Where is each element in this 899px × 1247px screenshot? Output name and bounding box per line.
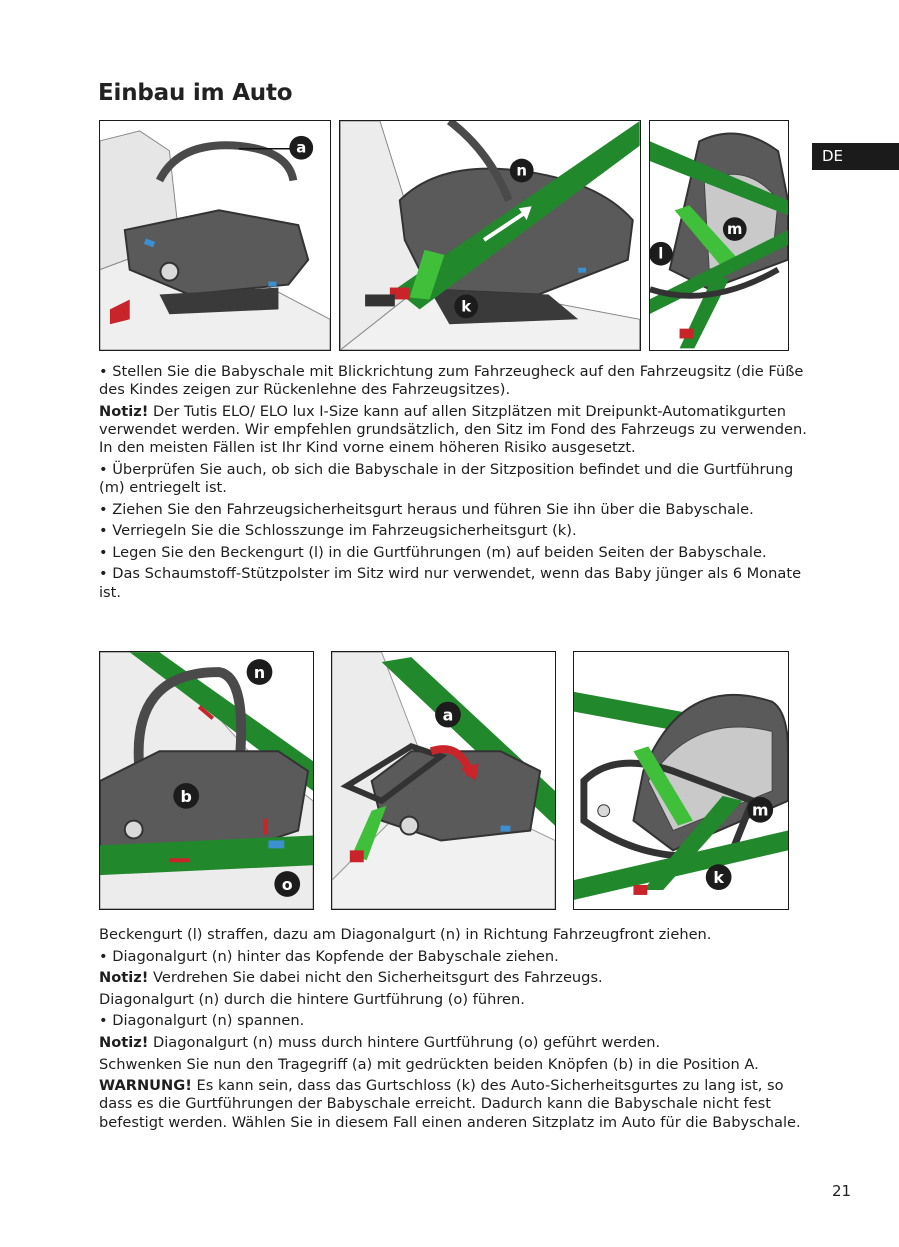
paragraph: Notiz! Diagonalgurt (n) muss durch hinte…: [99, 1033, 661, 1051]
paragraph: • Legen Sie den Beckengurt (l) in die Gu…: [99, 543, 767, 561]
language-tab: DE: [812, 143, 899, 170]
paragraph: Beckengurt (l) straffen, dazu am Diagona…: [99, 926, 712, 943]
figure-label: o: [282, 875, 293, 894]
figure-bottom-1: n b o: [99, 651, 314, 910]
figure-label: m: [727, 221, 742, 238]
figure-bottom-3: m k: [573, 651, 789, 910]
paragraph: Diagonalgurt (n) durch die hintere Gurtf…: [99, 990, 525, 1008]
paragraph: • Stellen Sie die Babyschale mit Blickri…: [99, 363, 804, 399]
figure-label: n: [254, 663, 265, 682]
paragraph: • Ziehen Sie den Fahrzeugsicherheitsgurt…: [99, 500, 754, 518]
figure-label: n: [516, 162, 527, 180]
paragraph: Notiz! Verdrehen Sie dabei nicht den Sic…: [99, 969, 603, 987]
instructions-bottom: Beckengurt (l) straffen, dazu am Diagona…: [99, 926, 815, 1135]
paragraph: • Diagonalgurt (n) spannen.: [99, 1012, 305, 1030]
figure-label: a: [443, 706, 454, 725]
paragraph: Schwenken Sie nun den Tragegriff (a) mit…: [99, 1055, 759, 1073]
figure-bottom-2: a: [331, 651, 556, 910]
paragraph: • Verriegeln Sie die Schlosszunge im Fah…: [99, 522, 577, 540]
figure-top-3: m l: [649, 120, 789, 351]
figure-top-1: a: [99, 120, 331, 351]
paragraph: • Das Schaumstoff-Stützpolster im Sitz w…: [99, 565, 802, 601]
page-number: 21: [832, 1182, 852, 1200]
paragraph: • Überprüfen Sie auch, ob sich die Babys…: [99, 460, 794, 496]
figure-label: k: [461, 297, 472, 315]
paragraph: • Diagonalgurt (n) hinter das Kopfende d…: [99, 947, 559, 965]
instructions-top: • Stellen Sie die Babyschale mit Blickri…: [99, 363, 815, 605]
figure-top-2: n k: [339, 120, 641, 351]
figure-label: m: [752, 801, 769, 820]
paragraph: WARNUNG! Es kann sein, dass das Gurtschl…: [99, 1077, 801, 1131]
page-title: Einbau im Auto: [98, 80, 293, 106]
figure-label: b: [181, 787, 192, 806]
figure-label: k: [713, 868, 724, 887]
paragraph: Notiz! Der Tutis ELO/ ELO lux I-Size kan…: [99, 402, 807, 457]
figure-label: a: [296, 139, 306, 157]
figure-label: l: [658, 246, 663, 263]
